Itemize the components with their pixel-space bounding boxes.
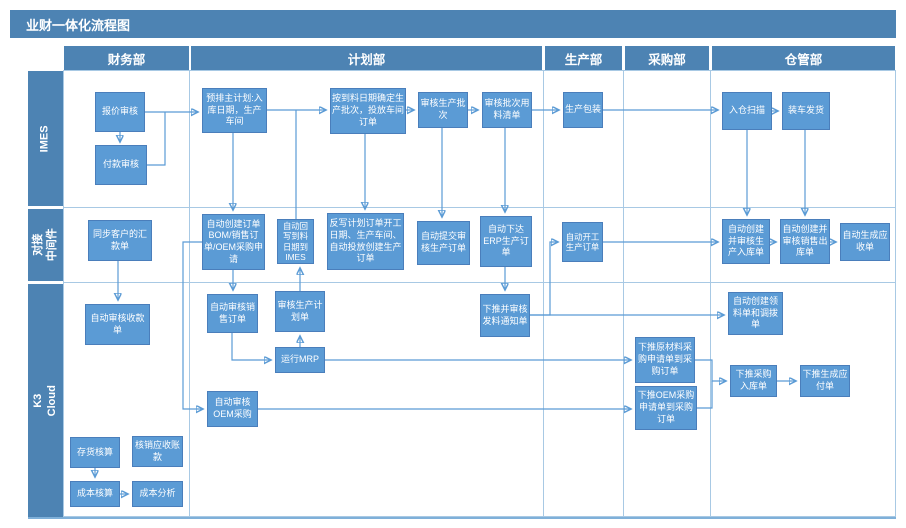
lane-divider xyxy=(63,207,896,208)
lane-divider xyxy=(623,70,624,517)
node-quote-audit: 报价审核 xyxy=(95,92,145,132)
node-auto-create-orders: 自动创建订单BOM/销售订单/OEM采购申请 xyxy=(202,214,265,270)
node-writeback-planned-order: 反写计划订单开工日期、生产车间、自动投放创建生产订单 xyxy=(327,213,404,270)
lane-header-finance: 财务部 xyxy=(64,46,189,70)
lane-divider xyxy=(543,70,544,517)
lane-label-k3cloud: K3 Cloud xyxy=(28,284,63,517)
node-production-packaging: 生产包装 xyxy=(563,92,603,128)
node-writeback-material-date: 自动回写到料日期到IMES xyxy=(277,219,314,264)
node-audit-batch-bom: 审核批次用料清单 xyxy=(482,92,532,128)
node-push-oem-pr-to-po: 下推OEM采购申请单到采购订单 xyxy=(635,386,697,430)
lane-label-imes-text: IMES xyxy=(38,125,51,152)
node-auto-audit-oem-purchase: 自动审核OEM采购 xyxy=(207,391,258,427)
lane-label-middleware: 对接 中间件 xyxy=(28,209,63,281)
lane-header-warehouse: 仓管部 xyxy=(712,46,895,70)
lane-header-planning: 计划部 xyxy=(191,46,542,70)
node-push-audit-issue-notice: 下推并审核发料通知单 xyxy=(480,294,530,337)
lane-header-purchasing: 采购部 xyxy=(625,46,709,70)
node-warehouse-scan: 入仓扫描 xyxy=(722,92,772,130)
lane-divider xyxy=(63,282,896,283)
node-audit-production-batch: 审核生产批次 xyxy=(418,92,468,128)
node-auto-release-erp-order: 自动下达ERP生产订单 xyxy=(480,216,532,267)
node-auto-production-inbound: 自动创建并审核生产入库单 xyxy=(722,219,770,264)
node-cost-analysis: 成本分析 xyxy=(132,481,183,507)
node-auto-receivable: 自动生成应收单 xyxy=(840,223,890,261)
diagram-title: 业财一体化流程图 xyxy=(10,10,896,38)
node-audit-production-plan: 审核生产计划单 xyxy=(275,291,325,332)
node-push-purchase-inbound: 下推采购入库单 xyxy=(730,365,777,397)
node-auto-picking-transfer: 自动创建领料单和调拨单 xyxy=(728,292,783,335)
node-inventory-accounting: 存货核算 xyxy=(70,437,120,468)
node-loading-shipment: 装车发货 xyxy=(782,92,830,130)
node-auto-submit-production-order: 自动提交审核生产订单 xyxy=(417,221,470,265)
node-cost-accounting: 成本核算 xyxy=(70,481,120,507)
lane-header-production: 生产部 xyxy=(545,46,622,70)
node-payment-audit: 付款审核 xyxy=(95,145,147,185)
node-auto-sales-outbound: 自动创建并审核销售出库单 xyxy=(780,219,830,264)
node-push-payable: 下推生成应付单 xyxy=(800,365,850,397)
lane-label-imes: IMES xyxy=(28,71,63,206)
table-bottom-border xyxy=(28,517,896,519)
node-auto-start-production-order: 自动开工生产订单 xyxy=(562,222,603,262)
node-push-raw-material-pr-to-po: 下推原材料采购申请单到采购订单 xyxy=(635,337,695,383)
node-pre-master-plan: 预排主计划:入库日期，生产车间 xyxy=(202,88,267,133)
node-sync-customer-remittance: 同步客户的汇款单 xyxy=(88,220,152,261)
node-writeoff-receivables: 核销应收账款 xyxy=(132,436,183,467)
node-batch-by-material-date: 按到料日期确定生产批次，投放车间订单 xyxy=(330,88,406,134)
lane-divider xyxy=(710,70,711,517)
node-auto-audit-receipt: 自动审核收款单 xyxy=(85,304,150,345)
node-run-mrp: 运行MRP xyxy=(275,347,325,373)
lane-label-middleware-text: 对接 中间件 xyxy=(31,228,58,262)
node-auto-audit-sales-order: 自动审核销售订单 xyxy=(207,294,258,333)
lane-divider xyxy=(189,70,190,517)
lane-label-k3cloud-text: K3 Cloud xyxy=(31,384,58,417)
